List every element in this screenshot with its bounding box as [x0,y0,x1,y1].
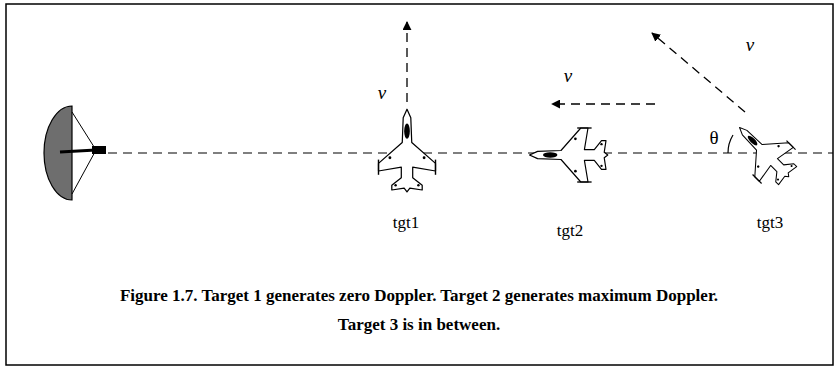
aircraft [723,111,806,194]
target-label: tgt2 [557,221,583,241]
velocity-label: v [564,65,572,87]
aircraft [379,109,436,192]
velocity-label: v [378,82,386,104]
radar-antenna [44,106,106,200]
velocity-arrow [406,22,407,102]
angle-arc [728,135,733,153]
velocity-arrow [552,103,655,104]
line-of-sight [108,152,833,153]
target-label: tgt3 [757,213,783,233]
angle-label: θ [709,127,718,149]
velocity-arrow [652,33,745,112]
target-label: tgt1 [393,213,419,233]
aircraft [530,128,608,182]
figure-caption: Figure 1.7. Target 1 generates zero Dopp… [114,281,724,339]
figure-frame [6,4,833,365]
velocity-label: v [746,34,754,56]
